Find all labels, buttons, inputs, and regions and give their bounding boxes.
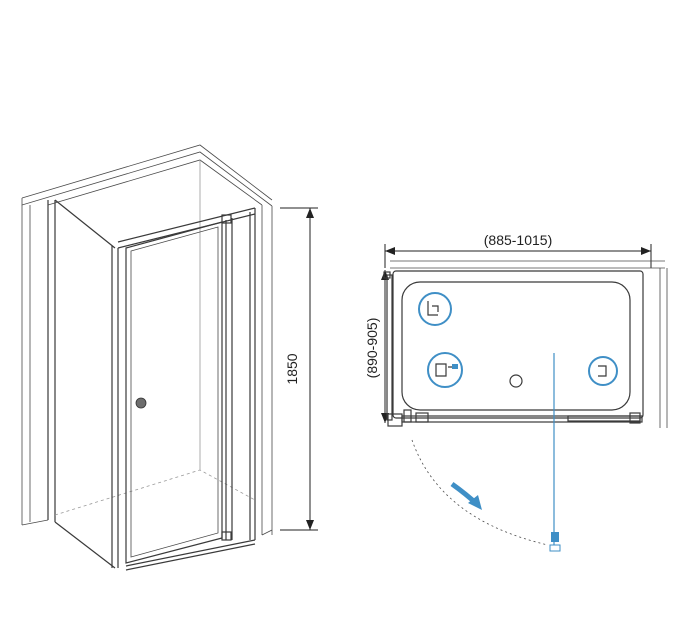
height-label: 1850: [284, 353, 300, 384]
wall-top: [21, 144, 273, 207]
wall-right: [261, 205, 273, 536]
floor: [54, 469, 256, 516]
width-dimension: (885-1015): [384, 232, 652, 268]
hinge-top-icon: [221, 214, 232, 224]
door-swing: [411, 353, 561, 552]
depth-label: (890-905): [364, 318, 380, 379]
plan-view: (885-1015) (890-905): [364, 232, 668, 552]
callout-magnet-icon: [588, 356, 618, 386]
side-panel-profile: [383, 271, 393, 421]
front-profile: [387, 409, 643, 427]
pivot-door: [125, 214, 256, 571]
depth-dimension: (890-905): [364, 270, 389, 423]
side-glass-panel: [54, 199, 119, 569]
callout-details: [418, 292, 618, 388]
height-dimension: 1850: [280, 207, 318, 531]
front-frame: [117, 207, 256, 540]
walls: [390, 260, 668, 428]
shower-tray: [392, 270, 644, 419]
width-label: (885-1015): [484, 232, 553, 248]
wall-left: [21, 200, 56, 526]
perspective-view: 1850: [21, 144, 318, 571]
door-knob-icon: [135, 397, 147, 409]
hinge-bottom-icon: [221, 531, 232, 541]
drain-icon: [509, 374, 523, 388]
callout-hinge-icon: [427, 352, 463, 388]
callout-wall-profile-icon: [418, 292, 452, 326]
door-leaf-end-icon: [551, 532, 559, 542]
